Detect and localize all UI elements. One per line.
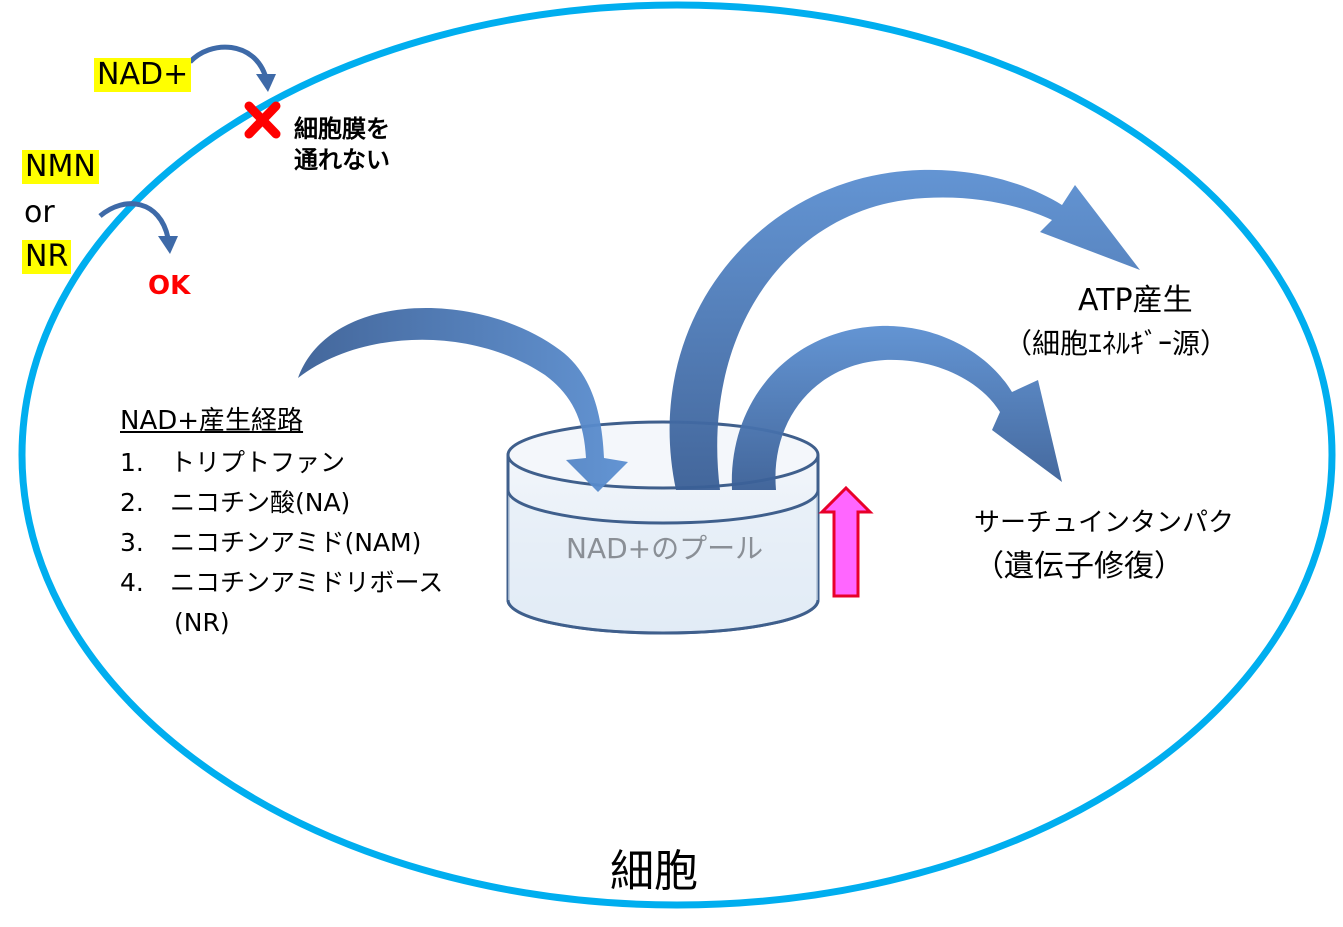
- pathway-item-num: 1.: [120, 448, 144, 477]
- pathway-title: NAD+産生経路: [120, 406, 304, 436]
- pathway-item-num: 4.: [120, 568, 144, 597]
- or-label: or: [24, 195, 55, 230]
- blocked-text-line1: 細胞膜を: [294, 115, 390, 143]
- blocked-text-line2: 通れない: [294, 146, 390, 174]
- pathway-item-3: 3. ニコチンアミド(NAM): [120, 530, 421, 555]
- cell-label: 細胞: [610, 846, 698, 897]
- pathway-item-text: ニコチンアミド(NAM): [170, 528, 422, 557]
- pathway-item-text: ニコチンアミドリボース: [170, 568, 444, 597]
- nad-curved-arrow: [188, 44, 276, 92]
- nmn-label: NMN: [22, 150, 99, 184]
- nad-pool-front-rim-line: [506, 489, 820, 525]
- blocked-mark-icon: [244, 101, 281, 139]
- ok-label: OK: [148, 271, 191, 301]
- pool-to-sirtuin-arrow: [731, 325, 1062, 490]
- pathway-item-4: 4. ニコチンアミドリボース: [120, 570, 443, 595]
- pool-label: NAD+のプール: [566, 532, 764, 565]
- atp-sublabel: （細胞ｴﾈﾙｷﾞｰ源）: [1004, 327, 1229, 360]
- pathway-to-pool-arrow: [298, 308, 628, 492]
- pathway-item-1: 1. トリプトファン: [120, 450, 345, 475]
- pathway-item-text: ニコチン酸(NA): [170, 488, 351, 517]
- pool-to-atp-arrow: [669, 169, 1140, 490]
- nmn-curved-arrow: [98, 201, 178, 254]
- increase-up-arrow-icon: [818, 485, 874, 598]
- nad-pool-front-rim: [508, 490, 818, 633]
- nad-pool-bottom-line: [506, 599, 820, 635]
- pathway-item-num: 2.: [120, 488, 144, 517]
- sirtuin-label: サーチュインタンパク: [974, 508, 1235, 538]
- nr-label: NR: [22, 240, 72, 274]
- pathway-item-text: トリプトファン: [170, 448, 346, 477]
- pathway-item-2: 2. ニコチン酸(NA): [120, 490, 350, 515]
- sirtuin-sublabel: （遺伝子修復）: [974, 549, 1184, 584]
- atp-label: ATP産生: [1078, 283, 1193, 318]
- nad-label: NAD+: [94, 58, 192, 92]
- pathway-item-num: 3.: [120, 528, 144, 557]
- cell-membrane: [18, 1, 1336, 909]
- pathway-item-4-cont: (NR): [174, 608, 230, 637]
